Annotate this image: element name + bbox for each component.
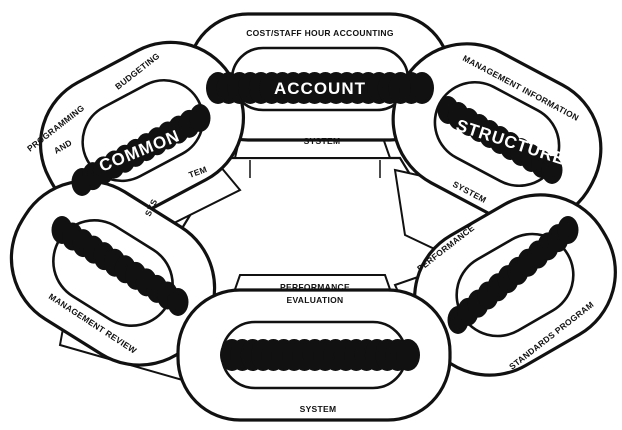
bead-left-link <box>167 288 189 316</box>
bead-top-link <box>410 72 434 104</box>
label-account: ACCOUNT <box>274 79 366 98</box>
bead-bottom-link <box>396 339 420 371</box>
bead-upper-left-link <box>189 104 211 132</box>
bead-upper-right-link <box>541 156 563 184</box>
dark-beaded-bands <box>51 72 579 371</box>
label-performance-evaluation-line1: PERFORMANCE <box>280 282 350 292</box>
label-performance-evaluation-line2: EVALUATION <box>287 295 344 305</box>
label-system-bottom: SYSTEM <box>300 404 337 414</box>
label-system-top: SYSTEM <box>304 136 341 146</box>
bead-right-link <box>557 216 579 244</box>
label-cost-staff-hour-accounting: COST/STAFF HOUR ACCOUNTING <box>246 28 394 38</box>
